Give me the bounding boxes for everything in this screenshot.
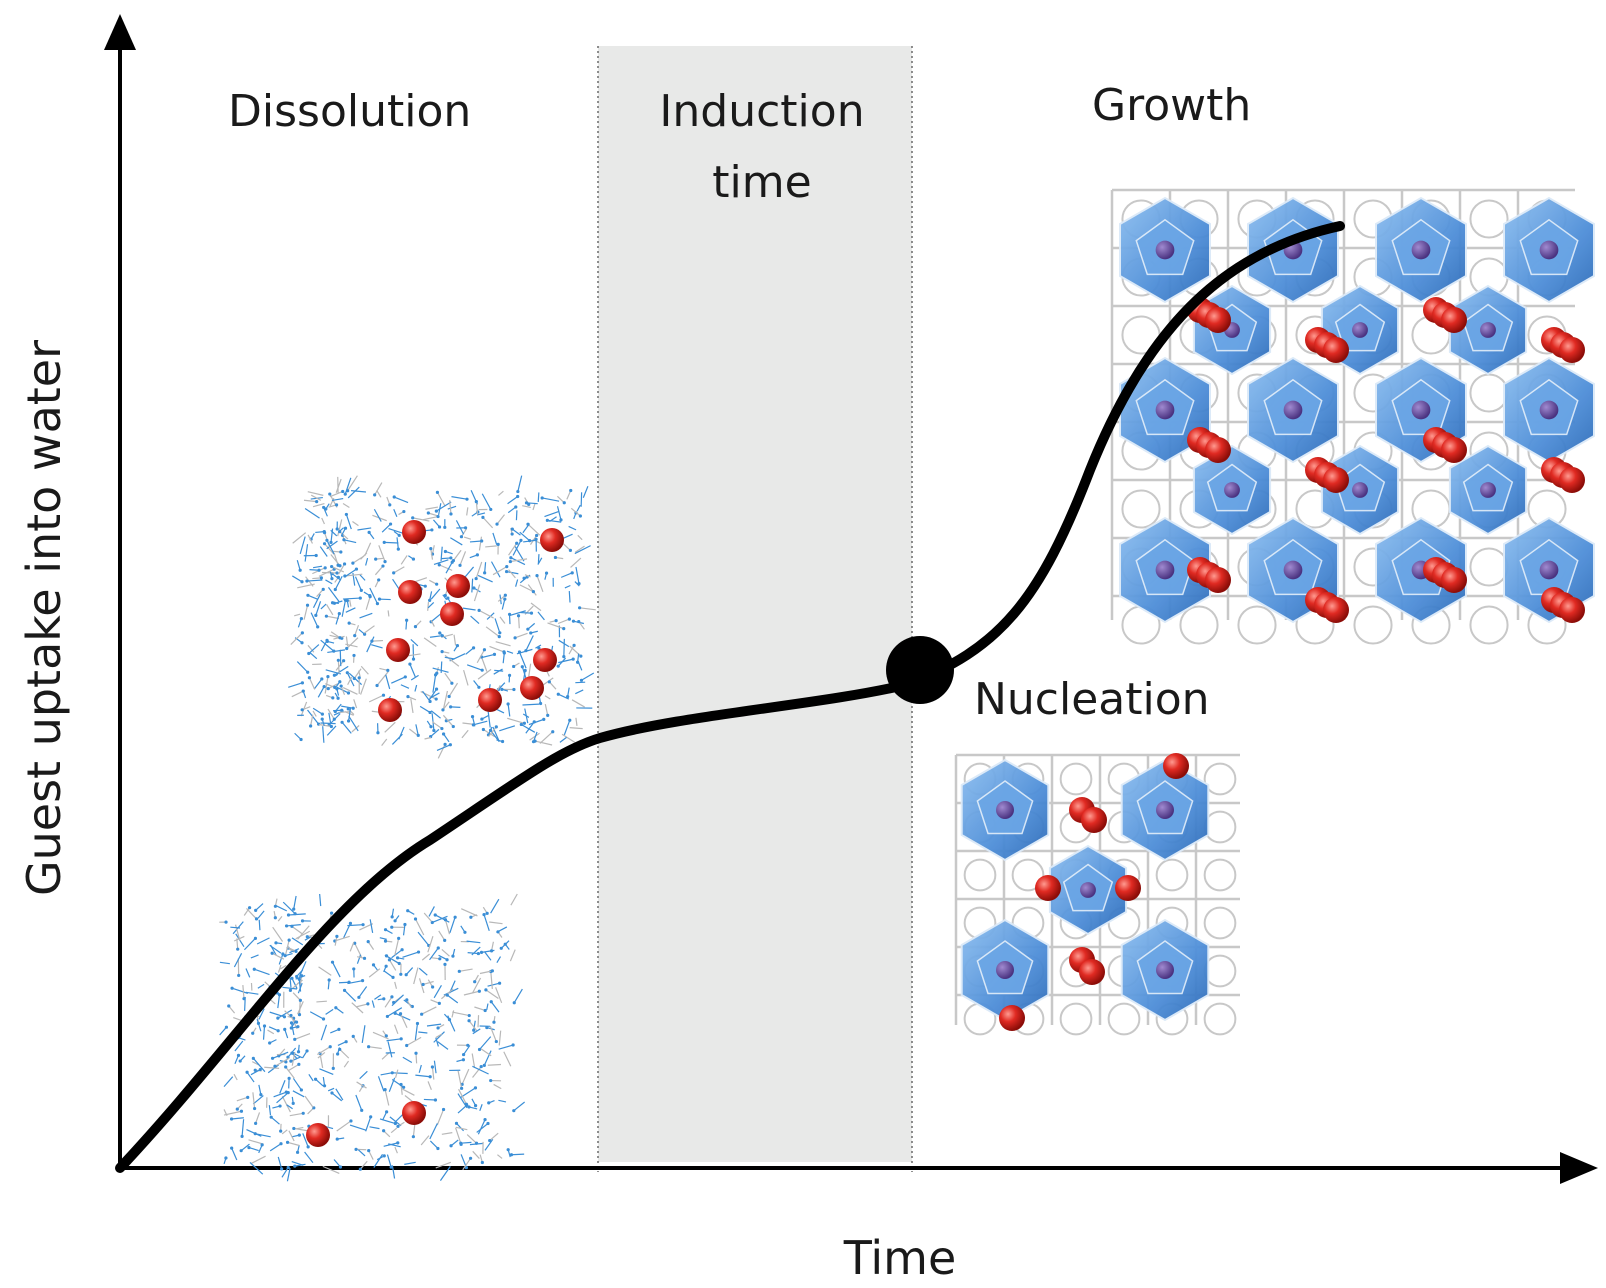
hydrate-cage [1192, 444, 1272, 536]
hydrate-cage [1448, 444, 1528, 536]
hydrate-cage [1375, 516, 1467, 624]
guest-molecule [1323, 337, 1349, 363]
guest-molecule [398, 580, 422, 604]
guest-molecule [1081, 807, 1107, 833]
hydrate-cage [960, 918, 1050, 1022]
induction-label-line2: time [712, 157, 811, 208]
y-axis [104, 14, 136, 1168]
guest-molecule [1559, 337, 1585, 363]
guest-molecule [402, 520, 426, 544]
y-axis-label: Guest uptake into water [17, 340, 71, 896]
guest-molecule [446, 574, 470, 598]
guest-molecule [1559, 467, 1585, 493]
guest-molecule [402, 1101, 426, 1125]
hydrate-cage [1119, 196, 1211, 304]
hydrate-cage [1120, 918, 1210, 1022]
guest-molecule [1323, 467, 1349, 493]
uptake-curve [115, 221, 1345, 1173]
hydrate-cage [960, 758, 1050, 862]
hydrate-cage [1119, 356, 1211, 464]
hydrate-cage [1120, 758, 1210, 862]
hydrate-cage [1448, 284, 1528, 376]
hydrate-cage [1375, 196, 1467, 304]
guest-molecule [999, 1005, 1025, 1031]
guest-molecule [1205, 437, 1231, 463]
induction-band [598, 46, 912, 1162]
guest-molecule [1205, 307, 1231, 333]
guest-molecule [520, 676, 544, 700]
y-axis-arrowhead [104, 14, 136, 50]
molecular-network-icon [219, 893, 526, 1182]
guest-molecule [1035, 875, 1061, 901]
guest-molecule [1323, 597, 1349, 623]
guest-molecule [533, 648, 557, 672]
x-axis-label: Time [843, 1231, 957, 1285]
induction-label-line1: Induction [659, 86, 864, 137]
clathrate-hydrate-icon [1110, 188, 1595, 645]
guest-molecule [1441, 437, 1467, 463]
hydrate-cage [1503, 356, 1595, 464]
x-axis-arrowhead [1560, 1152, 1598, 1184]
guest-molecule [386, 638, 410, 662]
nucleation-label: Nucleation [974, 674, 1210, 725]
guest-molecule [540, 528, 564, 552]
hydrate-cage [1119, 516, 1211, 624]
guest-molecule [1205, 567, 1231, 593]
guest-molecule [478, 688, 502, 712]
guest-molecule [1441, 567, 1467, 593]
hydrate-cage [1247, 356, 1339, 464]
hydrate-cage [1048, 844, 1128, 936]
guest-molecule [1115, 875, 1141, 901]
guest-molecule [440, 602, 464, 626]
guest-molecule [1441, 307, 1467, 333]
clathrate-hydrate-icon [954, 753, 1240, 1036]
x-axis [118, 1152, 1598, 1184]
guest-molecule [1079, 959, 1105, 985]
growth-label: Growth [1092, 80, 1251, 131]
guest-molecule [306, 1123, 330, 1147]
nucleation-point-marker [886, 636, 954, 704]
guest-molecule [378, 698, 402, 722]
dissolution-label: Dissolution [228, 86, 471, 137]
hydrate-cage [1503, 196, 1595, 304]
guest-molecule [1559, 597, 1585, 623]
guest-molecule [1163, 753, 1189, 779]
molecular-network-icon [288, 475, 596, 759]
